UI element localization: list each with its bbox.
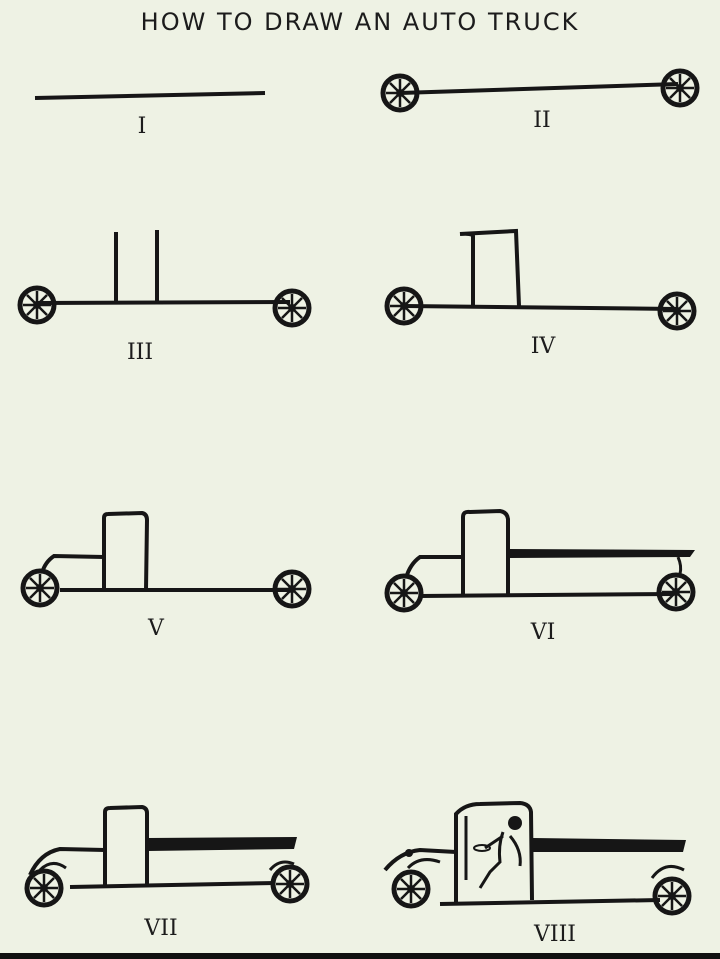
step-7-drawing <box>27 804 307 905</box>
step-numeral: III <box>126 340 154 365</box>
step-6-drawing <box>387 508 695 610</box>
wheel-icon <box>273 867 307 901</box>
step-5-drawing <box>23 510 309 606</box>
page-title: HOW TO DRAW AN AUTO TRUCK <box>140 8 580 36</box>
step-4-drawing <box>387 228 694 328</box>
wheel-icon <box>659 575 693 609</box>
wheel-icon <box>383 76 417 110</box>
wheel-icon <box>387 289 421 323</box>
step-numeral: VIII <box>534 922 576 947</box>
step-numeral: VII <box>144 916 178 941</box>
wheel-icon <box>20 288 54 322</box>
step-1-drawing <box>34 91 266 100</box>
step-numeral: IV <box>530 334 556 359</box>
wheel-icon <box>27 871 61 905</box>
wheel-icon <box>275 572 309 606</box>
wheel-icon <box>660 294 694 328</box>
step-numeral: V <box>148 616 164 641</box>
wheel-icon <box>663 71 697 105</box>
step-8-drawing <box>383 800 689 913</box>
step-numeral: II <box>533 108 551 133</box>
step-3-drawing <box>20 230 309 325</box>
step-numeral: VI <box>530 620 556 645</box>
wheel-icon <box>23 571 57 605</box>
page-edge <box>0 953 720 959</box>
step-2-drawing <box>383 71 697 110</box>
step-numeral: I <box>137 114 147 139</box>
wheel-icon <box>275 291 309 325</box>
wheel-icon <box>387 576 421 610</box>
wheel-icon <box>655 879 689 913</box>
wheel-icon <box>394 872 428 906</box>
